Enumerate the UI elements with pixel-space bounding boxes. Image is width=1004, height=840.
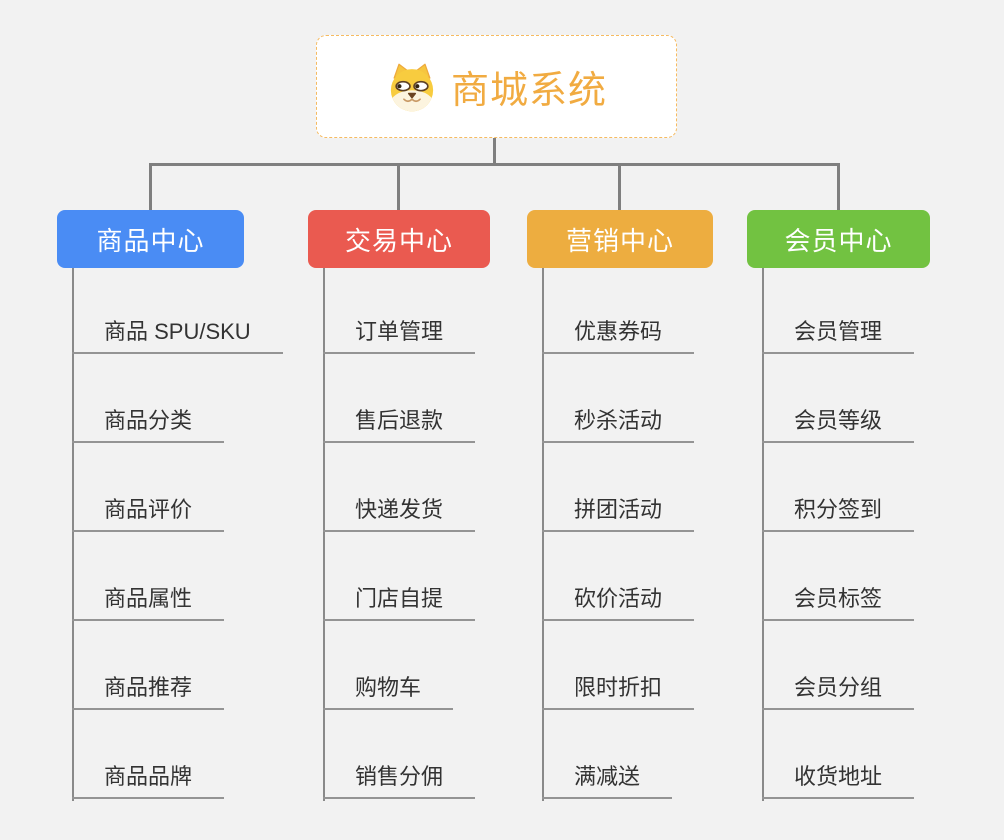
branch-item-list: 商品 SPU/SKU 商品分类商品评价商品属性商品推荐商品品牌 [72,268,283,799]
topic-item[interactable]: 商品分类 [72,407,225,443]
topic-item[interactable]: 购物车 [323,674,454,710]
branch-trade-center: 交易中心 订单管理售后退款快递发货门店自提购物车销售分佣 [308,210,490,801]
topic-item[interactable]: 销售分佣 [323,763,476,799]
topic-item[interactable]: 砍价活动 [542,585,695,621]
topic-item[interactable]: 会员分组 [762,674,915,710]
topic-item[interactable]: 会员管理 [762,318,915,354]
branch-item-list: 优惠券码秒杀活动拼团活动砍价活动限时折扣满减送 [542,268,695,799]
branch-product-center: 商品中心 商品 SPU/SKU 商品分类商品评价商品属性商品推荐商品品牌 [57,210,283,801]
connector-bus-line [149,163,840,166]
topic-item[interactable]: 限时折扣 [542,674,695,710]
branch-node-member-center[interactable]: 会员中心 [747,210,930,268]
doge-icon [390,63,434,111]
root-topic-label: 商城系统 [450,70,607,112]
topic-item[interactable]: 商品推荐 [72,674,225,710]
topic-item[interactable]: 售后退款 [323,407,476,443]
branch-connector-line [72,268,74,801]
topic-item[interactable]: 拼团活动 [542,496,695,532]
topic-item[interactable]: 快递发货 [323,496,476,532]
connector-drop-member [837,163,840,210]
topic-item[interactable]: 门店自提 [323,585,476,621]
connector-drop-product [149,163,152,210]
branch-node-product-center[interactable]: 商品中心 [57,210,244,268]
topic-item[interactable]: 收货地址 [762,763,915,799]
topic-item[interactable]: 积分签到 [762,496,915,532]
topic-item[interactable]: 秒杀活动 [542,407,695,443]
connector-root-stub [493,138,496,163]
connector-drop-trade [397,163,400,210]
topic-item[interactable]: 商品评价 [72,496,225,532]
topic-item[interactable]: 商品品牌 [72,763,225,799]
topic-item[interactable]: 商品 SPU/SKU [72,318,283,354]
branch-marketing-center: 营销中心 优惠券码秒杀活动拼团活动砍价活动限时折扣满减送 [527,210,713,801]
branch-member-center: 会员中心 会员管理会员等级积分签到会员标签会员分组收货地址 [747,210,930,801]
branch-connector-line [762,268,764,801]
root-topic-node[interactable]: 商城系统 [316,35,677,138]
topic-item[interactable]: 会员标签 [762,585,915,621]
topic-item[interactable]: 优惠券码 [542,318,695,354]
topic-item[interactable]: 会员等级 [762,407,915,443]
branch-item-list: 订单管理售后退款快递发货门店自提购物车销售分佣 [323,268,476,799]
topic-item[interactable]: 订单管理 [323,318,476,354]
branch-node-trade-center[interactable]: 交易中心 [308,210,490,268]
topic-item[interactable]: 商品属性 [72,585,225,621]
branch-item-list: 会员管理会员等级积分签到会员标签会员分组收货地址 [762,268,915,799]
topic-item[interactable]: 满减送 [542,763,673,799]
branch-connector-line [542,268,544,801]
branch-node-marketing-center[interactable]: 营销中心 [527,210,713,268]
connector-drop-marketing [618,163,621,210]
branch-connector-line [323,268,325,801]
